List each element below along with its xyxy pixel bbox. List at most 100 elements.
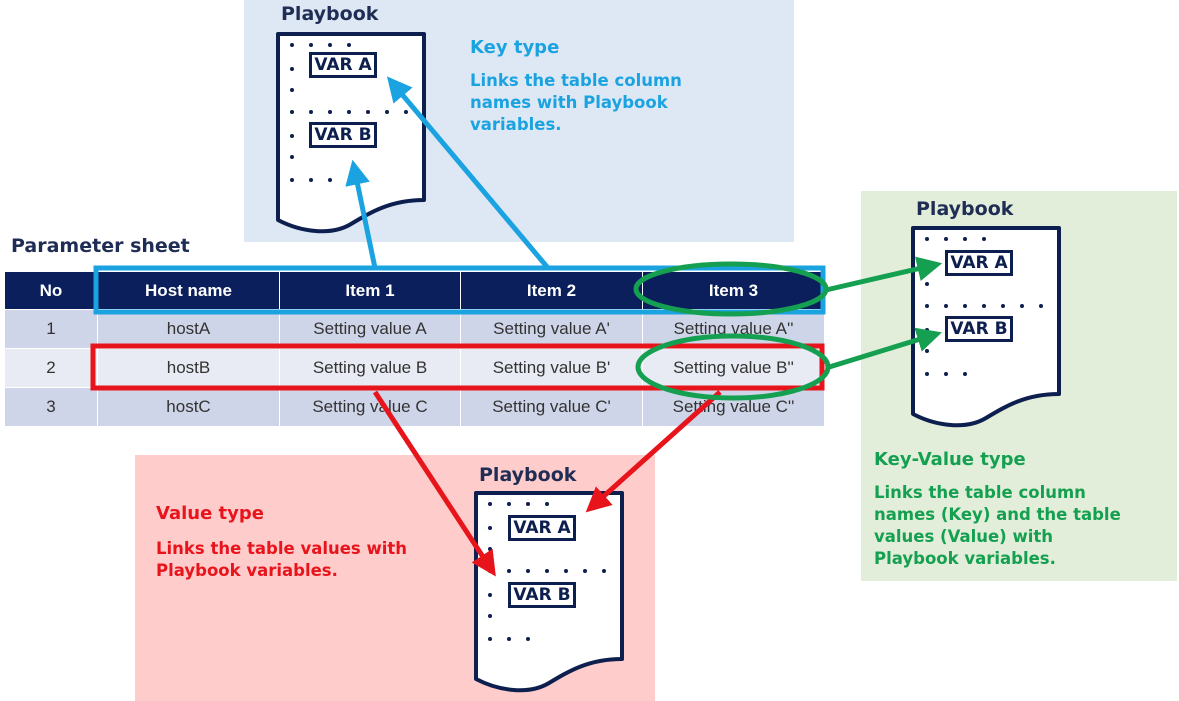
- parameter-sheet-table: No Host name Item 1 Item 2 Item 3 1 host…: [4, 271, 825, 427]
- value-var-b-box: VAR B: [508, 582, 576, 608]
- column-header-item-2: Item 2: [460, 271, 643, 310]
- placeholder-dot: [385, 110, 389, 114]
- placeholder-dot: [488, 569, 492, 573]
- placeholder-dot: [1001, 304, 1005, 308]
- placeholder-dot: [982, 304, 986, 308]
- placeholder-dot: [328, 110, 332, 114]
- placeholder-dot: [309, 178, 313, 182]
- cell-host-name: hostB: [97, 348, 280, 388]
- column-header-item-3: Item 3: [642, 271, 825, 310]
- placeholder-dot: [488, 502, 492, 506]
- placeholder-dot: [602, 569, 606, 573]
- key-playbook-title: Playbook: [281, 3, 379, 25]
- placeholder-dot: [545, 502, 549, 506]
- placeholder-dot: [545, 569, 549, 573]
- placeholder-dot: [404, 110, 408, 114]
- placeholder-dot: [507, 637, 511, 641]
- placeholder-dot: [526, 637, 530, 641]
- placeholder-dot: [583, 569, 587, 573]
- placeholder-dot: [944, 237, 948, 241]
- placeholder-dot: [526, 569, 530, 573]
- cell-item-3: Setting value A'': [642, 309, 825, 349]
- cell-item-3: Setting value C'': [642, 387, 825, 427]
- desc-line: Links the table column: [470, 71, 682, 90]
- placeholder-dot: [290, 43, 294, 47]
- placeholder-dot: [944, 372, 948, 376]
- kv-playbook-title: Playbook: [916, 198, 1014, 220]
- placeholder-dot: [963, 237, 967, 241]
- placeholder-dot: [944, 304, 948, 308]
- table-header-row: No Host name Item 1 Item 2 Item 3: [4, 271, 825, 310]
- cell-item-3: Setting value B'': [642, 348, 825, 388]
- placeholder-dot: [925, 237, 929, 241]
- placeholder-dot: [963, 372, 967, 376]
- placeholder-dot: [963, 304, 967, 308]
- placeholder-dot: [564, 569, 568, 573]
- column-header-item-1: Item 1: [279, 271, 461, 310]
- placeholder-dot: [366, 110, 370, 114]
- placeholder-dot: [1020, 304, 1024, 308]
- kv-var-b-box: VAR B: [945, 316, 1013, 342]
- kv-type-title: Key-Value type: [874, 449, 1026, 470]
- placeholder-dot: [925, 282, 929, 286]
- placeholder-dot: [488, 614, 492, 618]
- value-type-description: Links the table values with Playbook var…: [156, 538, 407, 582]
- value-var-a-box: VAR A: [508, 515, 576, 541]
- parameter-sheet-title: Parameter sheet: [11, 235, 190, 257]
- desc-line: names with Playbook: [470, 93, 668, 112]
- cell-item-1: Setting value A: [279, 309, 461, 349]
- kv-var-a-box: VAR A: [945, 250, 1013, 276]
- placeholder-dot: [290, 110, 294, 114]
- value-type-title: Value type: [156, 503, 264, 524]
- column-header-no: No: [4, 271, 98, 310]
- table-row: 1 hostA Setting value A Setting value A'…: [4, 309, 825, 349]
- placeholder-dot: [925, 261, 929, 265]
- desc-line: variables.: [470, 115, 562, 134]
- placeholder-dot: [328, 43, 332, 47]
- desc-line: names (Key) and the table: [874, 505, 1121, 524]
- key-type-description: Links the table column names with Playbo…: [470, 70, 682, 136]
- cell-no: 1: [4, 309, 98, 349]
- placeholder-dot: [347, 43, 351, 47]
- placeholder-dot: [925, 372, 929, 376]
- key-var-a-box: VAR A: [309, 52, 377, 78]
- placeholder-dot: [507, 569, 511, 573]
- cell-item-1: Setting value C: [279, 387, 461, 427]
- cell-item-2: Setting value B': [460, 348, 643, 388]
- desc-line: Links the table values with: [156, 539, 408, 558]
- column-header-host-name: Host name: [97, 271, 280, 310]
- placeholder-dot: [488, 637, 492, 641]
- placeholder-dot: [309, 110, 313, 114]
- key-playbook-document-icon: VAR A VAR B: [276, 32, 426, 237]
- placeholder-dot: [925, 328, 929, 332]
- placeholder-dot: [328, 178, 332, 182]
- placeholder-dot: [290, 88, 294, 92]
- placeholder-dot: [507, 502, 511, 506]
- placeholder-dot: [526, 502, 530, 506]
- placeholder-dot: [290, 67, 294, 71]
- cell-no: 3: [4, 387, 98, 427]
- kv-type-description: Links the table column names (Key) and t…: [874, 482, 1121, 570]
- value-playbook-title: Playbook: [479, 464, 577, 486]
- cell-item-1: Setting value B: [279, 348, 461, 388]
- placeholder-dot: [347, 110, 351, 114]
- cell-host-name: hostA: [97, 309, 280, 349]
- placeholder-dot: [290, 178, 294, 182]
- desc-line: Playbook variables.: [156, 561, 338, 580]
- cell-item-2: Setting value C': [460, 387, 643, 427]
- placeholder-dot: [488, 526, 492, 530]
- placeholder-dot: [488, 593, 492, 597]
- key-var-b-box: VAR B: [309, 122, 377, 148]
- cell-no: 2: [4, 348, 98, 388]
- cell-item-2: Setting value A': [460, 309, 643, 349]
- table-row: 3 hostC Setting value C Setting value C'…: [4, 387, 825, 427]
- desc-line: values (Value) with: [874, 527, 1054, 546]
- desc-line: Playbook variables.: [874, 549, 1056, 568]
- desc-line: Links the table column: [874, 483, 1086, 502]
- cell-host-name: hostC: [97, 387, 280, 427]
- placeholder-dot: [290, 134, 294, 138]
- key-type-title: Key type: [470, 37, 560, 58]
- kv-playbook-document-icon: VAR A VAR B: [911, 226, 1061, 431]
- placeholder-dot: [925, 349, 929, 353]
- placeholder-dot: [488, 547, 492, 551]
